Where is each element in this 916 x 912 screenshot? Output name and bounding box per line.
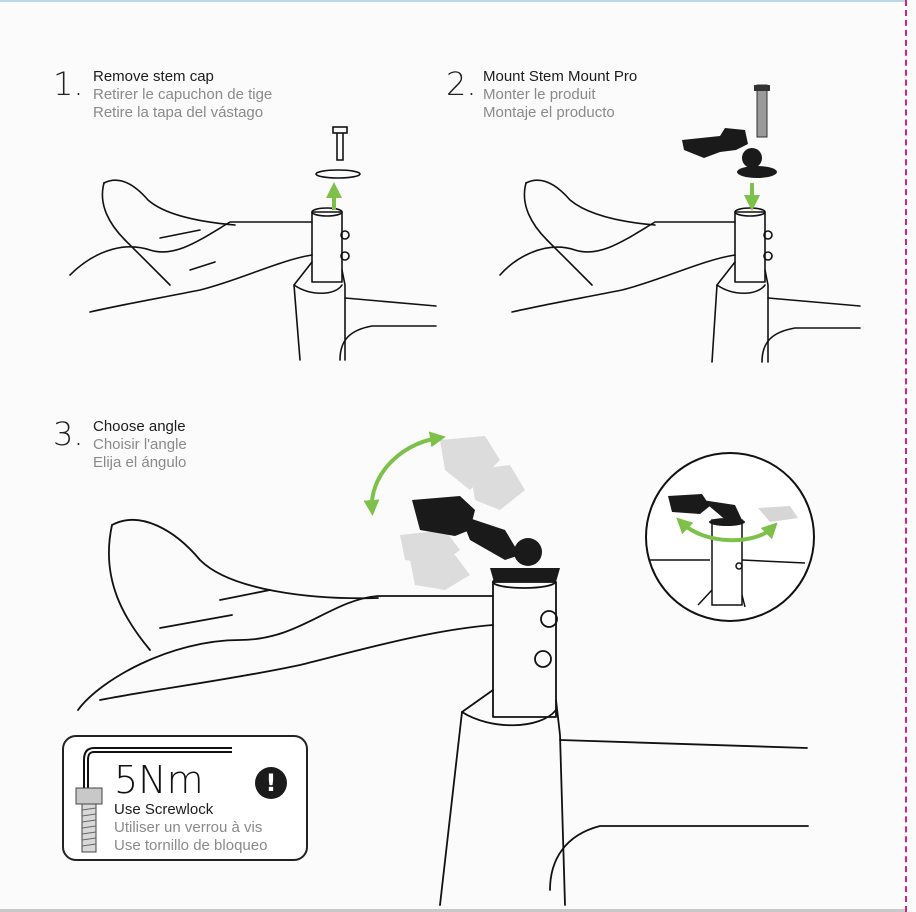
step-2-illustration	[499, 179, 861, 363]
step-1-illustration	[69, 179, 437, 361]
step-2-number: 2.	[446, 65, 477, 103]
step-1-fr: Retirer le capuchon de tige	[93, 86, 273, 103]
step-3-number: 3.	[53, 415, 84, 453]
step-3-fr: Choisir l'angle	[93, 436, 187, 453]
step-1-number: 1.	[53, 65, 84, 103]
step-3-text: Choose angle Choisir l'angle Elija el án…	[93, 418, 187, 472]
screwlock-fr: Utiliser un verrou à vis	[114, 819, 263, 836]
angle-arrow	[363, 431, 446, 516]
step-2-es: Montaje el producto	[483, 104, 615, 121]
step-3-es: Elija el ángulo	[93, 454, 187, 471]
exclamation-icon: !	[255, 767, 287, 799]
torque-notes: Use Screwlock Utiliser un verrou à vis U…	[114, 801, 267, 855]
angle-mount-icon	[412, 496, 560, 582]
angle-ghost-mounts	[400, 436, 525, 590]
bolt-icon	[75, 787, 103, 853]
step-3-en: Choose angle	[93, 418, 186, 435]
mount-pro-icon	[682, 84, 777, 178]
step-2-en: Mount Stem Mount Pro	[483, 68, 638, 85]
step-2-text: Mount Stem Mount Pro Monter le produit M…	[483, 68, 637, 122]
screwlock-es: Use tornillo de bloqueo	[114, 837, 268, 854]
bottom-border	[0, 909, 906, 912]
hex-key-icon	[83, 747, 232, 790]
step-1-en: Remove stem cap	[93, 68, 214, 85]
inset-arrow	[676, 517, 778, 543]
cut-line	[905, 0, 907, 912]
top-border	[0, 0, 906, 2]
detail-inset	[645, 452, 815, 622]
stem-cap-bolt-icon	[315, 126, 361, 179]
torque-value: 5Nm	[114, 758, 204, 802]
screwlock-en: Use Screwlock	[114, 801, 214, 818]
step-1-text: Remove stem cap Retirer le capuchon de t…	[93, 68, 272, 122]
step-1-es: Retire la tapa del vástago	[93, 104, 264, 121]
step-2-fr: Monter le produit	[483, 86, 596, 103]
